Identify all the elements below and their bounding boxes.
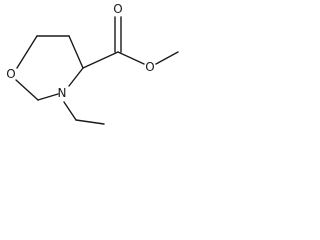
bond-C3-carbonylC bbox=[82, 51, 119, 69]
bond-ringO-C1 bbox=[16, 35, 38, 69]
bond-C5-C6 bbox=[15, 79, 39, 101]
carbonyl-oxygen-label: O bbox=[113, 2, 122, 16]
bond-ethylC1-ethylC2 bbox=[75, 119, 105, 125]
bond-N-ethylC1 bbox=[63, 101, 77, 121]
structure-diagram: O N O O bbox=[6, 2, 179, 125]
bond-N-C5 bbox=[37, 93, 59, 101]
ring-nitrogen-label: N bbox=[58, 86, 67, 100]
bond-carbonylC-esterO bbox=[117, 51, 145, 65]
bond-esterO-methyl bbox=[155, 51, 179, 65]
bond-C3-N bbox=[68, 67, 84, 87]
ester-oxygen-label: O bbox=[145, 60, 154, 74]
bond-C2-C3 bbox=[68, 35, 84, 69]
ring-oxygen-label: O bbox=[6, 67, 15, 81]
